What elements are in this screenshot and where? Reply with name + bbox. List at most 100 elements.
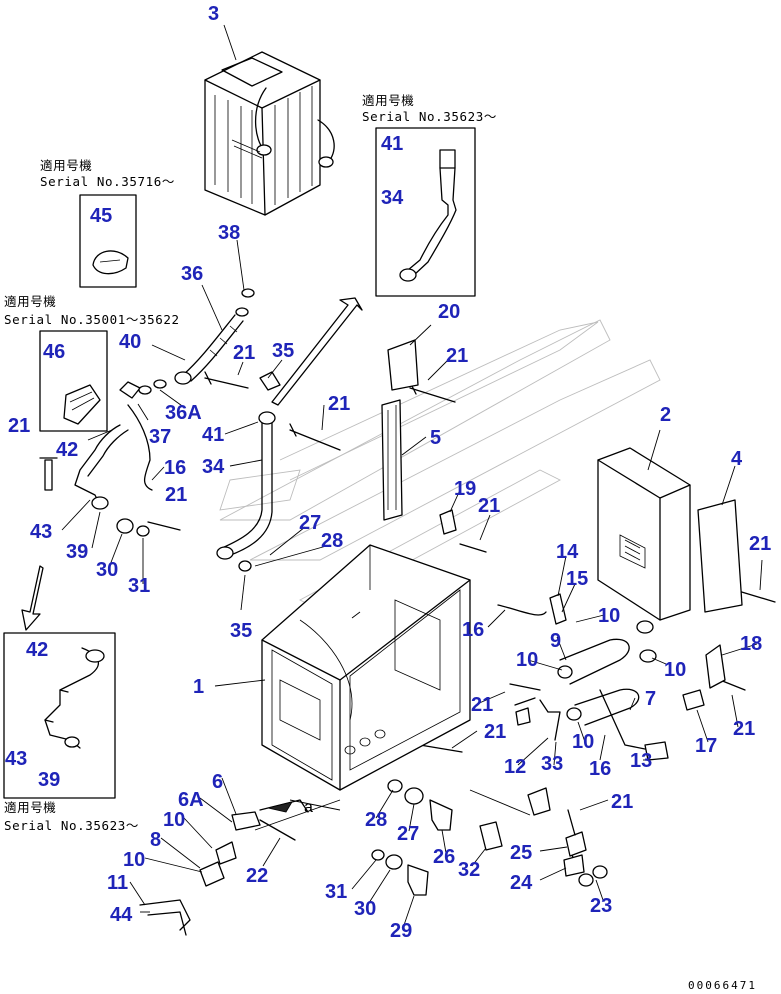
callout-22: 22 xyxy=(246,865,268,887)
callout-31-a: 31 xyxy=(128,575,150,597)
note-1-jp: 適用号機 xyxy=(362,93,414,108)
callout-42-a: 42 xyxy=(56,439,78,461)
callout-45: 45 xyxy=(90,205,112,227)
callout-33: 33 xyxy=(541,753,563,775)
callout-39-b: 39 xyxy=(38,769,60,791)
callout-12: 12 xyxy=(504,756,526,778)
callout-10-b: 10 xyxy=(516,649,538,671)
callout-34-inset: 34 xyxy=(381,187,404,209)
callout-10-e: 10 xyxy=(163,809,185,831)
bottom-center-fittings xyxy=(371,779,551,896)
background-guide-lines xyxy=(219,319,661,611)
heater-unit-part-2 xyxy=(597,447,691,621)
callout-16-a: 16 xyxy=(164,457,186,479)
callout-5: 5 xyxy=(430,427,441,449)
callout-29: 29 xyxy=(390,920,412,942)
callout-46: 46 xyxy=(43,341,65,363)
misc-small-parts xyxy=(439,509,567,726)
callout-39-a: 39 xyxy=(66,541,88,563)
callout-41: 41 xyxy=(202,424,224,446)
callout-40: 40 xyxy=(119,331,141,353)
bottom-left-fittings xyxy=(139,799,309,936)
callout-13: 13 xyxy=(630,750,652,772)
note-2-serial: Serial No.35716～ xyxy=(40,174,175,189)
callout-4: 4 xyxy=(731,448,743,470)
callout-35-b: 35 xyxy=(230,620,252,642)
callout-labels: 3 41 34 45 38 36 46 40 21 35 20 21 21 36… xyxy=(5,3,771,942)
callout-21-i: 21 xyxy=(484,721,506,743)
callout-6A: 6A xyxy=(178,789,204,811)
callout-35-a: 35 xyxy=(272,340,294,362)
callout-34: 34 xyxy=(202,456,225,478)
callout-28-a: 28 xyxy=(321,530,343,552)
callout-11: 11 xyxy=(107,872,128,894)
inset-box-part-45 xyxy=(79,194,137,288)
note-3-jp: 適用号機 xyxy=(4,294,56,309)
callout-10-f: 10 xyxy=(123,849,145,871)
callout-38: 38 xyxy=(218,222,240,244)
callout-44: 44 xyxy=(110,904,133,926)
callout-17: 17 xyxy=(695,735,717,757)
inset-box-part-46 xyxy=(39,330,108,432)
document-number: 00066471 xyxy=(688,979,757,992)
callout-14: 14 xyxy=(556,541,579,563)
hoses-part-7-9 xyxy=(514,620,726,761)
note-4-serial: Serial No.35623～ xyxy=(4,818,139,833)
callout-21-k: 21 xyxy=(611,791,633,813)
brackets-part-20-5 xyxy=(381,339,419,521)
callout-21-c: 21 xyxy=(8,415,30,437)
arrow-down-lower-left xyxy=(21,565,44,631)
callout-43-b: 43 xyxy=(5,748,27,770)
note-1-serial: Serial No.35623～ xyxy=(362,109,497,124)
callout-19: 19 xyxy=(454,478,476,500)
callout-18: 18 xyxy=(740,633,762,655)
bottom-right-fittings xyxy=(563,809,608,887)
callout-21-f: 21 xyxy=(478,495,500,517)
callout-23: 23 xyxy=(590,895,612,917)
callout-30-a: 30 xyxy=(96,559,118,581)
callout-16-b: 16 xyxy=(462,619,484,641)
callout-21-g: 21 xyxy=(749,533,771,555)
callout-27-a: 27 xyxy=(299,512,321,534)
callout-36A: 36A xyxy=(165,402,202,424)
callout-25: 25 xyxy=(510,842,532,864)
callout-2: 2 xyxy=(660,404,671,426)
marker-a: a xyxy=(267,799,313,816)
callout-9: 9 xyxy=(550,630,561,652)
note-2-jp: 適用号機 xyxy=(40,158,92,173)
note-4-jp: 適用号機 xyxy=(4,800,56,815)
inset-box-upper-right xyxy=(375,127,476,297)
main-frame-part-1 xyxy=(261,544,471,791)
callout-21-j: 21 xyxy=(733,718,755,740)
callout-3: 3 xyxy=(208,3,219,25)
note-3-serial: Serial No.35001～35622 xyxy=(4,312,180,327)
callout-36: 36 xyxy=(181,263,203,285)
callout-21-a: 21 xyxy=(233,342,255,364)
callout-43-a: 43 xyxy=(30,521,52,543)
callout-21-h: 21 xyxy=(471,694,493,716)
callout-26: 26 xyxy=(433,846,455,868)
callout-15: 15 xyxy=(566,568,588,590)
callout-32: 32 xyxy=(458,859,480,881)
leader-lines xyxy=(61,24,763,929)
callout-1: 1 xyxy=(193,676,204,698)
callout-6: 6 xyxy=(212,771,223,793)
callout-27-b: 27 xyxy=(397,823,419,845)
callout-21-b: 21 xyxy=(446,345,468,367)
callout-21-e: 21 xyxy=(328,393,350,415)
callout-41-inset: 41 xyxy=(381,133,403,155)
callout-24: 24 xyxy=(510,872,533,894)
callout-31-b: 31 xyxy=(325,881,347,903)
heater-core-part-3 xyxy=(204,51,335,216)
callout-16-c: 16 xyxy=(589,758,611,780)
callout-10-a: 10 xyxy=(598,605,620,627)
center-pipe-assembly xyxy=(216,297,363,572)
callout-28-b: 28 xyxy=(365,809,387,831)
serial-notes: 適用号機 Serial No.35623～ 適用号機 Serial No.357… xyxy=(4,93,497,833)
inset-box-lower-left xyxy=(3,632,116,799)
callout-37: 37 xyxy=(149,426,171,448)
callout-10-d: 10 xyxy=(572,731,594,753)
callout-21-d: 21 xyxy=(165,484,187,506)
left-piping-assembly xyxy=(39,288,255,537)
